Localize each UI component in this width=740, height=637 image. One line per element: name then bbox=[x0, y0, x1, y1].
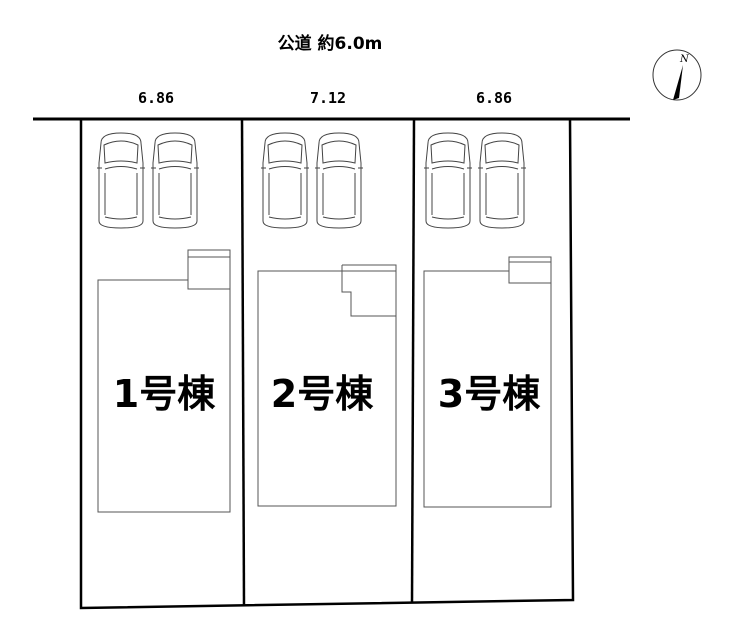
building-annex bbox=[508, 256, 552, 284]
building-footprint bbox=[423, 270, 552, 508]
north-compass-icon: N bbox=[652, 49, 702, 101]
building-annex bbox=[187, 249, 231, 290]
lot-2: 2号棟 bbox=[257, 132, 397, 507]
building-footprint bbox=[97, 279, 231, 513]
lot-3: 3号棟 bbox=[423, 132, 552, 508]
parking-car-icon bbox=[477, 132, 527, 229]
parking-car-icon bbox=[260, 132, 310, 229]
building-annex bbox=[341, 264, 397, 317]
frontage-lot-3: 6.86 bbox=[476, 89, 512, 107]
lot-1: 1号棟 bbox=[96, 132, 231, 513]
parking-car-icon bbox=[150, 132, 200, 229]
road-label: 公道 約6.0m bbox=[278, 33, 383, 54]
lot-label: 3号棟 bbox=[438, 372, 541, 416]
lot-label: 2号棟 bbox=[271, 372, 374, 416]
frontage-lot-2: 7.12 bbox=[310, 89, 346, 107]
parking-car-icon bbox=[423, 132, 473, 229]
building-footprint bbox=[257, 270, 397, 507]
parking-car-icon bbox=[314, 132, 364, 229]
lot-boundaries bbox=[79, 118, 575, 610]
lot-label: 1号棟 bbox=[113, 372, 216, 416]
frontage-lot-1: 6.86 bbox=[138, 89, 174, 107]
north-label: N bbox=[679, 54, 690, 65]
parking-car-icon bbox=[96, 132, 146, 229]
